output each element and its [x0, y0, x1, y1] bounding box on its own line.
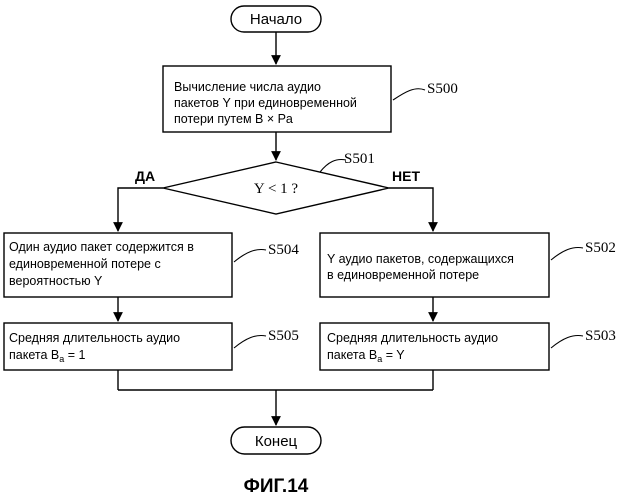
s502-leader	[551, 248, 583, 261]
s502-step-id: S502	[585, 240, 616, 256]
process-s505: Средняя длительность аудио пакета Ba = 1	[4, 323, 232, 370]
s503-line-2: пакета Ba = Y	[327, 348, 405, 364]
s505-line-1: Средняя длительность аудио	[9, 331, 180, 345]
end-label: Конец	[255, 433, 298, 450]
s504-line-3: вероятностью Y	[9, 274, 103, 288]
s500-step-id: S500	[427, 81, 458, 97]
s505-leader	[234, 336, 266, 349]
s501-step-id: S501	[344, 151, 375, 167]
figure-label: ФИГ.14	[244, 476, 309, 497]
s503-line-2-prefix: пакета B	[327, 348, 377, 362]
start-terminal: Начало	[231, 6, 321, 32]
s504-step-id: S504	[268, 242, 299, 258]
s504-line-2: единовременной потере с	[9, 257, 161, 271]
process-s500: Вычисление числа аудио пакетов Y при еди…	[163, 66, 391, 132]
no-branch-label: НЕТ	[392, 168, 420, 184]
s504-leader	[234, 250, 266, 263]
s502-line-1: Y аудио пакетов, содержащихся	[327, 252, 514, 266]
yes-branch-label: ДА	[135, 168, 155, 184]
s501-condition: Y < 1 ?	[254, 181, 298, 197]
s500-line-3: потери путем B × Pa	[174, 112, 293, 126]
s505-line-2-suffix: = 1	[64, 348, 85, 362]
s503-line-1: Средняя длительность аудио	[327, 331, 498, 345]
s501-leader	[320, 160, 346, 173]
end-terminal: Конец	[231, 427, 321, 454]
process-s504: Один аудио пакет содержится в единовреме…	[4, 233, 232, 297]
s505-line-2: пакета Ba = 1	[9, 348, 85, 364]
s505-step-id: S505	[268, 328, 299, 344]
arrow-no-to-s502	[389, 188, 433, 231]
process-s503: Средняя длительность аудио пакета Ba = Y	[320, 323, 549, 370]
s500-leader	[393, 89, 425, 100]
arrow-yes-to-s504	[118, 188, 163, 231]
s503-line-2-suffix: = Y	[382, 348, 405, 362]
process-s502: Y аудио пакетов, содержащихся в единовре…	[320, 233, 549, 297]
s500-line-2: пакетов Y при единовременной	[174, 96, 357, 110]
start-label: Начало	[250, 11, 302, 28]
s505-line-2-prefix: пакета B	[9, 348, 59, 362]
decision-s501: Y < 1 ?	[163, 162, 389, 214]
s504-line-1: Один аудио пакет содержится в	[9, 240, 194, 254]
s503-step-id: S503	[585, 328, 616, 344]
s503-leader	[551, 336, 583, 349]
s502-line-2: в единовременной потере	[327, 268, 479, 282]
s500-line-1: Вычисление числа аудио	[174, 80, 321, 94]
